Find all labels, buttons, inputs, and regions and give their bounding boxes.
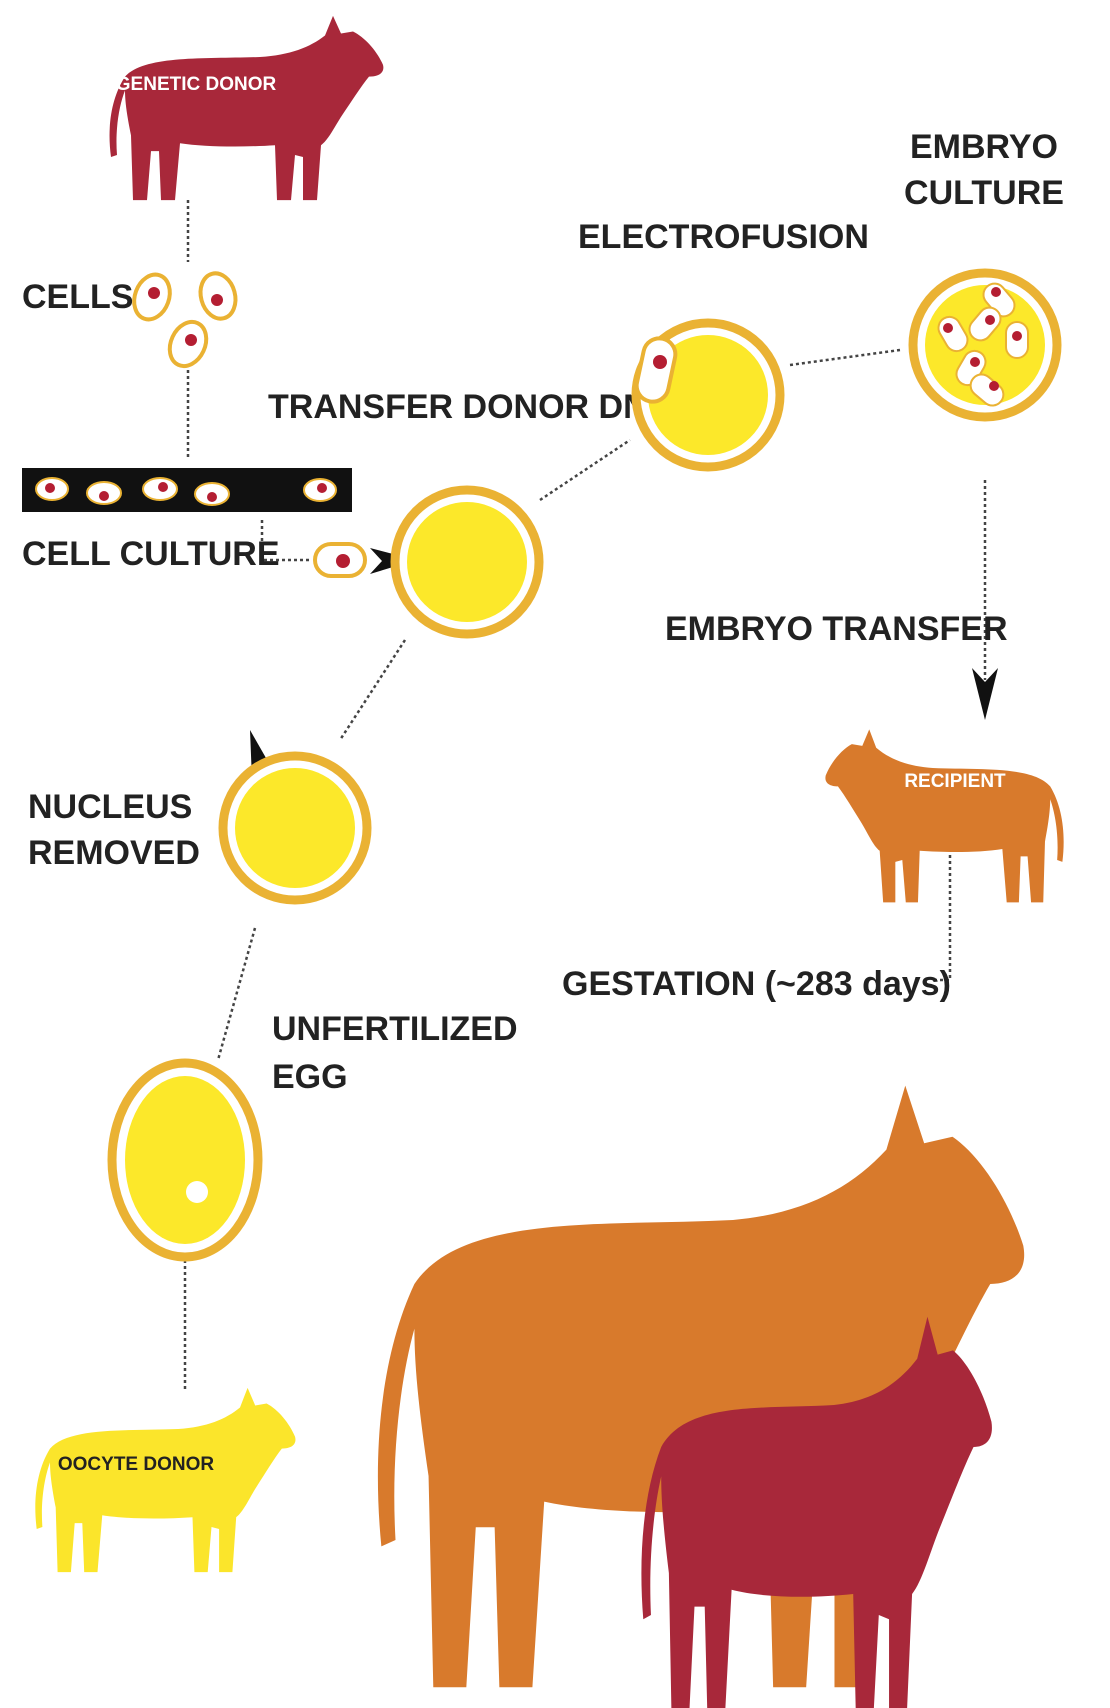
transfer-donor-dna-label: TRANSFER DONOR DNA xyxy=(268,388,672,426)
unfertilized-egg xyxy=(112,1063,258,1257)
embryo-culture-label-line1: EMBRYO xyxy=(910,128,1058,166)
genetic-donor-cow: GENETIC DONOR xyxy=(110,16,384,200)
electrofusion-label: ELECTROFUSION xyxy=(578,218,869,256)
egg-receiving-dna xyxy=(395,490,539,634)
cell-culture-dish xyxy=(22,468,352,512)
cell-icon xyxy=(128,270,176,325)
cell-culture-label: CELL CULTURE xyxy=(22,535,280,573)
unfertilized-egg-label-line2: EGG xyxy=(272,1058,348,1096)
arrow-embryo-transfer-icon xyxy=(972,668,998,720)
cells-label: CELLS xyxy=(22,278,133,316)
gestation-label: GESTATION (~283 days) xyxy=(562,965,951,1003)
nucleus-removed-label-line1: NUCLEUS xyxy=(28,788,192,826)
cells-group: CELLS xyxy=(22,269,240,372)
cell-icon xyxy=(196,269,241,322)
electrofusion-egg xyxy=(634,323,780,467)
recipient-cow: RECIPIENT xyxy=(825,729,1063,902)
nucleus-removed-label-line2: REMOVED xyxy=(28,834,200,872)
enucleated-egg xyxy=(223,756,367,900)
unfertilized-egg-label-line1: UNFERTILIZED xyxy=(272,1010,518,1048)
embryo-culture-dish xyxy=(913,273,1057,417)
donor-cell-icon xyxy=(315,544,365,576)
oocyte-donor-label: OOCYTE DONOR xyxy=(58,1454,215,1475)
genetic-donor-label: GENETIC DONOR xyxy=(116,74,277,95)
oocyte-donor-cow: OOCYTE DONOR xyxy=(35,1388,295,1572)
embryo-transfer-label: EMBRYO TRANSFER xyxy=(665,610,1008,648)
recipient-label: RECIPIENT xyxy=(904,771,1006,792)
embryo-culture-label-line2: CULTURE xyxy=(904,174,1064,212)
cell-icon xyxy=(163,316,213,372)
